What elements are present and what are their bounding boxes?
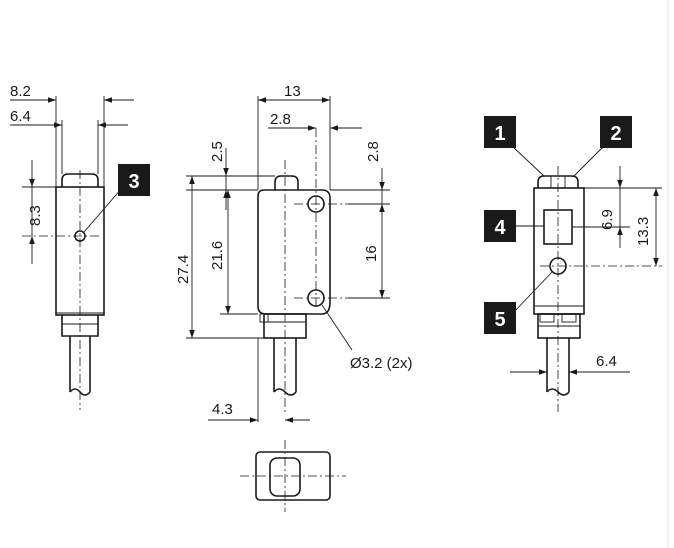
dim-top-width: 8.2	[10, 83, 31, 100]
callout-2: 2	[600, 116, 632, 148]
dim-led-offset: 13.3	[635, 217, 652, 246]
svg-text:2: 2	[610, 123, 621, 145]
callout-5: 5	[484, 302, 516, 334]
right-rear-view	[510, 145, 662, 412]
dim-inner-width: 6.4	[10, 108, 31, 125]
dim-window-height: 6.9	[599, 209, 616, 230]
dim-width: 13	[284, 83, 301, 100]
dim-hole-x: 2.8	[270, 111, 291, 128]
left-side-view	[10, 96, 134, 410]
dim-hole-offset: 8.3	[27, 205, 44, 226]
callout-1: 1	[484, 116, 516, 148]
dim-hole-spacing: 16	[363, 245, 380, 262]
svg-text:4: 4	[494, 217, 506, 239]
callout-3-leader	[83, 187, 123, 233]
dim-hole-note: Ø3.2 (2x)	[350, 355, 413, 372]
svg-text:3: 3	[128, 171, 139, 193]
dim-tab-height: 2.5	[209, 141, 226, 162]
front-view	[186, 96, 390, 423]
dim-body-height: 21.6	[209, 241, 226, 270]
dim-cable-width: 6.4	[596, 353, 617, 370]
dim-cable-offset: 4.3	[212, 401, 233, 418]
dim-hole-top: 2.8	[365, 141, 382, 162]
bottom-view	[240, 440, 346, 512]
svg-text:5: 5	[494, 309, 505, 331]
dim-overall-height: 27.4	[175, 255, 192, 284]
callout-4: 4	[484, 210, 516, 242]
callout-3: 3	[118, 164, 150, 196]
svg-text:1: 1	[494, 123, 505, 145]
